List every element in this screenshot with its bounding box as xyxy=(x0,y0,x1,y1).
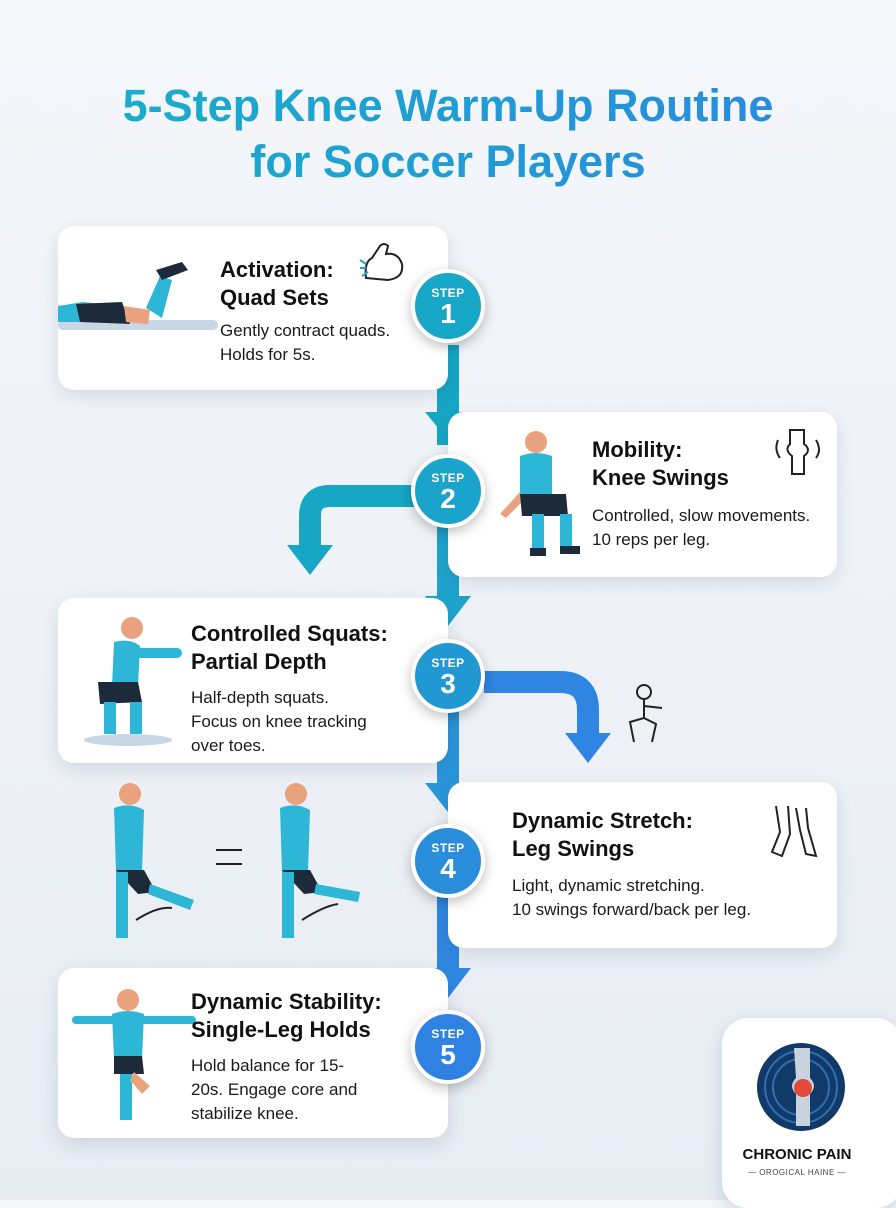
logo-name: CHRONIC PAIN xyxy=(742,1146,852,1163)
step-3-badge: STEP 3 xyxy=(411,639,485,713)
knee-logo-icon xyxy=(757,1043,845,1131)
step-1-badge: STEP 1 xyxy=(411,269,485,343)
logo-card: CHRONIC PAIN — OROGICAL HAINE — xyxy=(722,1018,896,1208)
step-4-description: Light, dynamic stretching. 10 swings for… xyxy=(512,876,752,919)
step-2-badge: STEP 2 xyxy=(411,454,485,528)
step-2-card: Mobility: Knee Swings Controlled, slow m… xyxy=(448,412,837,577)
squat-illustration xyxy=(84,617,182,746)
step-3-heading: Controlled Squats: Partial Depth xyxy=(191,621,388,674)
step-3-description: Half-depth squats. Focus on knee trackin… xyxy=(191,688,367,755)
step-3-card: Controlled Squats: Partial Depth Half-de… xyxy=(58,598,448,763)
single-leg-balance-illustration xyxy=(72,989,196,1120)
legs-icon xyxy=(770,805,818,858)
step-5-description: Hold balance for 15- 20s. Engage core an… xyxy=(191,1056,358,1123)
step-4-card: Dynamic Stretch: Leg Swings Light, dynam… xyxy=(448,782,837,948)
step-5-card: Dynamic Stability: Single-Leg Holds Hold… xyxy=(58,968,448,1138)
flexed-arm-icon xyxy=(359,243,404,282)
leg-swing-illustration xyxy=(114,783,360,938)
step-5-heading: Dynamic Stability: Single-Leg Holds xyxy=(191,989,382,1042)
step-1-description: Gently contract quads. Holds for 5s. xyxy=(220,321,391,364)
squat-icon xyxy=(628,684,663,743)
step-4-badge: STEP 4 xyxy=(411,824,485,898)
step-1-card: Activation: Quad Sets Gently contract qu… xyxy=(58,226,448,390)
knee-joint-icon xyxy=(775,429,820,475)
logo-tagline: — OROGICAL HAINE — xyxy=(747,1168,847,1177)
step-4-heading: Dynamic Stretch: Leg Swings xyxy=(512,808,693,861)
step-5-badge: STEP 5 xyxy=(411,1010,485,1084)
seated-player-illustration xyxy=(500,431,580,556)
step-2-heading: Mobility: Knee Swings xyxy=(592,437,729,490)
step-1-heading: Activation: Quad Sets xyxy=(220,257,334,310)
step-2-description: Controlled, slow movements. 10 reps per … xyxy=(592,506,811,549)
quad-set-illustration xyxy=(58,262,218,330)
